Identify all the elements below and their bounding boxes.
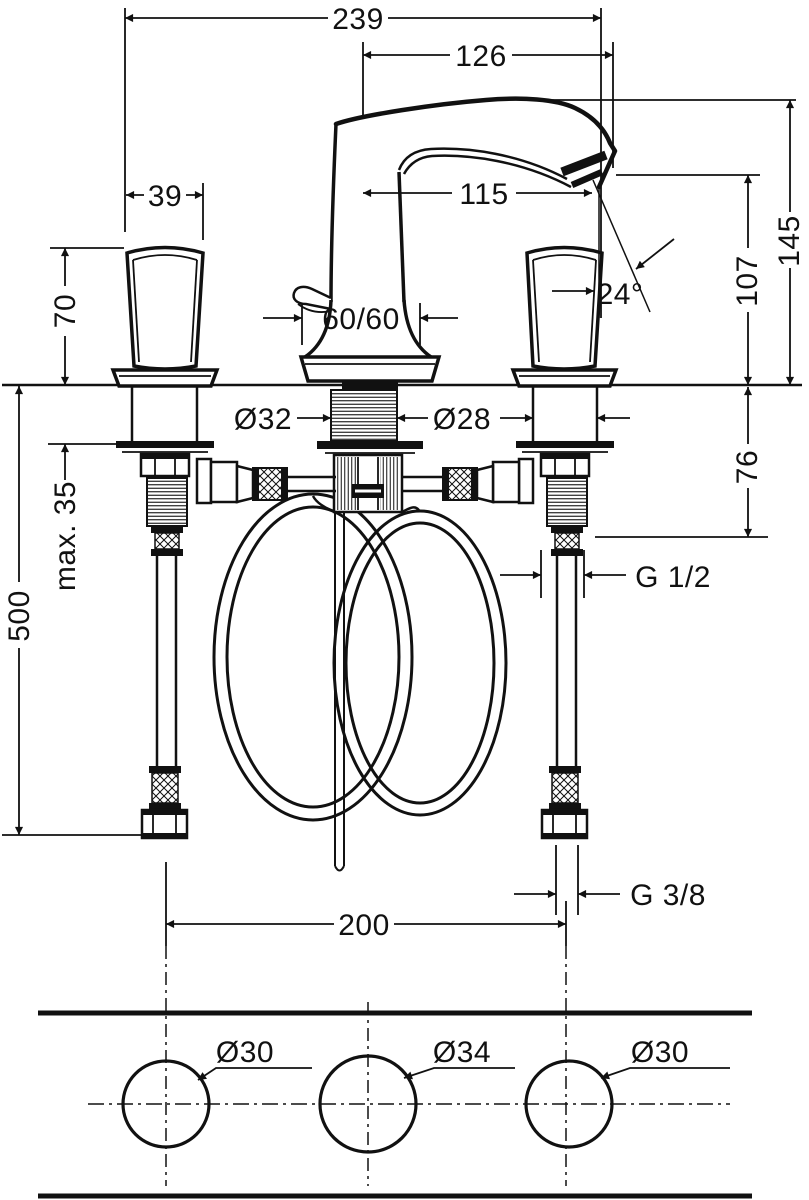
supply-thread-label: G 3/8 bbox=[630, 879, 706, 912]
right-threaded-stud bbox=[546, 477, 588, 527]
dim-depth-below-deck bbox=[595, 386, 768, 538]
spout-offset-label: 126 bbox=[455, 40, 507, 73]
dim-handle-height bbox=[50, 247, 124, 386]
spray-angle-label: 24° bbox=[597, 278, 644, 311]
hole-plan-view bbox=[38, 946, 752, 1199]
hole-center bbox=[318, 1054, 418, 1154]
max-deck-thickness-label: max. 35 bbox=[49, 481, 82, 591]
handle-width-label: 39 bbox=[148, 180, 182, 213]
depth-below-deck-label: 76 bbox=[731, 450, 764, 484]
left-side-port bbox=[195, 457, 213, 505]
right-side-port bbox=[517, 457, 535, 505]
spout-reach-label: 115 bbox=[459, 178, 508, 211]
hole-right-label: Ø30 bbox=[631, 1036, 689, 1069]
hose-thread-label: G 1/2 bbox=[635, 561, 711, 594]
valve-diameter-label: Ø28 bbox=[433, 403, 491, 436]
shank-diameter-label: Ø32 bbox=[234, 403, 292, 436]
leader-hole-left bbox=[197, 1067, 312, 1081]
dimension-labels: 239 126 39 115 24° 60/60 Ø32 Ø28 G 1/2 G… bbox=[3, 3, 806, 1069]
handle-height-label: 70 bbox=[49, 294, 82, 328]
center-shank bbox=[317, 381, 423, 454]
dim-spray-angle bbox=[552, 179, 675, 318]
dim-hose-thread bbox=[500, 550, 626, 598]
left-supply-hose bbox=[140, 556, 189, 840]
dim-max-deck-thickness bbox=[48, 443, 126, 480]
bell-skirt-left bbox=[303, 299, 333, 359]
dim-base-size bbox=[263, 303, 458, 345]
right-handle bbox=[510, 245, 619, 388]
dim-hole-spacing bbox=[165, 862, 567, 946]
right-valve bbox=[402, 387, 614, 556]
bell-skirt-right bbox=[402, 299, 433, 359]
pop-up-rod bbox=[334, 512, 345, 872]
center-washer bbox=[317, 441, 423, 449]
hole-right bbox=[524, 1059, 614, 1149]
total-height-label: 145 bbox=[773, 215, 806, 267]
hole-spacing-label: 200 bbox=[338, 909, 390, 942]
right-washer bbox=[516, 441, 614, 448]
dim-supply-thread bbox=[514, 845, 620, 915]
center-tee-body bbox=[332, 453, 404, 514]
leader-hole-center bbox=[403, 1067, 515, 1080]
overall-depth-label: 239 bbox=[332, 3, 384, 36]
spout-base-plate bbox=[298, 355, 442, 383]
dim-total-height bbox=[542, 99, 796, 386]
left-handle-base bbox=[110, 368, 220, 388]
hole-center-label: Ø34 bbox=[433, 1036, 491, 1069]
spout-height-label: 107 bbox=[731, 255, 764, 307]
right-handle-base bbox=[510, 368, 619, 388]
faucet-front-view bbox=[2, 96, 802, 872]
spout-underside bbox=[397, 147, 568, 181]
hole-left bbox=[121, 1059, 211, 1149]
dim-overall-depth bbox=[124, 8, 602, 318]
left-handle bbox=[110, 245, 220, 388]
leader-hole-right bbox=[600, 1067, 730, 1080]
spout bbox=[292, 96, 618, 383]
hose-length-label: 500 bbox=[3, 590, 36, 642]
right-supply-hose bbox=[540, 556, 589, 840]
spout-hose-loops bbox=[212, 492, 508, 822]
aerator bbox=[560, 150, 608, 177]
drain-lever bbox=[292, 285, 332, 311]
dim-hose-length bbox=[2, 385, 142, 836]
left-valve bbox=[116, 387, 336, 556]
base-size-label: 60/60 bbox=[322, 303, 400, 336]
dim-handle-width bbox=[126, 183, 204, 240]
hole-left-label: Ø30 bbox=[216, 1036, 274, 1069]
left-threaded-stud bbox=[146, 477, 188, 527]
dim-spout-offset bbox=[362, 42, 614, 168]
left-washer bbox=[116, 441, 214, 448]
dim-spout-height bbox=[616, 174, 760, 386]
dimensions bbox=[2, 8, 796, 946]
